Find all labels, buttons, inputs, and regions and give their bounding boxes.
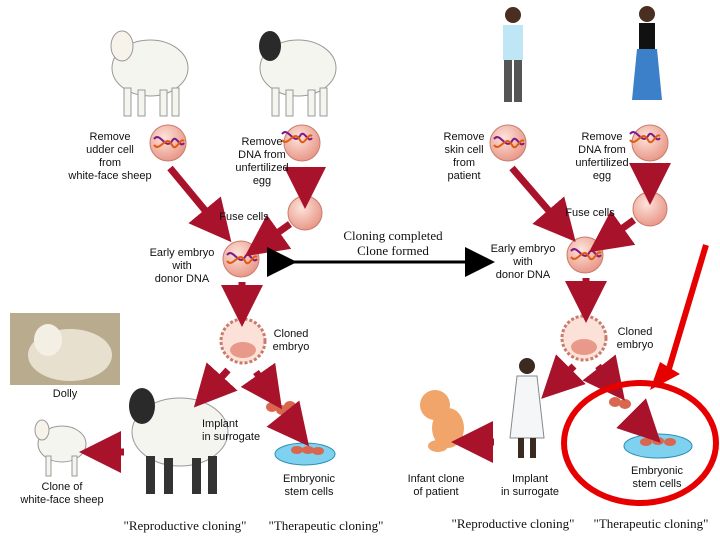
cloned-embryo	[219, 317, 267, 365]
dolly-label: Dolly	[52, 388, 78, 400]
petri-dish-left	[274, 442, 336, 466]
udder-cell	[149, 124, 187, 162]
surrogate-woman	[509, 358, 545, 458]
man-patient	[503, 7, 523, 102]
skin-cell	[489, 124, 527, 162]
clone-formed-label: Clone formed	[357, 243, 429, 258]
right-arrows	[451, 163, 671, 463]
early-embryo-right	[566, 236, 604, 274]
woman-donor	[632, 6, 662, 100]
fuse-cells-label-right: Fuse cells	[565, 207, 615, 219]
left-arrows	[79, 165, 326, 473]
surrogate-sheep	[129, 388, 229, 494]
remove-dna-label-right: Remove DNA from unfertilized egg	[575, 131, 629, 182]
therapeutic-caption-left: "Therapeutic cloning"	[268, 518, 384, 533]
remove-dna-label-left: Remove DNA from unfertilized egg	[235, 136, 289, 187]
dolly-photo	[10, 313, 120, 385]
clone-label: Clone of white-face sheep	[20, 481, 104, 506]
clone-lamb	[34, 419, 87, 477]
cloned-embryo-label-right: Cloned embryo	[616, 326, 654, 351]
enucleated-egg-right	[632, 191, 668, 227]
implant-label-left: Implant in surrogate	[202, 418, 261, 443]
stem-cells-label-right: Embryonic stem cells	[631, 465, 683, 490]
petri-dish-right	[623, 433, 693, 459]
infant-clone-label: Infant clone of patient	[407, 473, 465, 498]
stem-cell-cluster-right	[609, 397, 631, 409]
reproductive-caption-right: "Reproductive cloning"	[451, 516, 575, 531]
unfertilized-egg	[281, 124, 321, 162]
black-face-sheep	[259, 31, 337, 117]
cloned-embryo-label-left: Cloned embryo	[272, 328, 310, 353]
cloned-embryo-right	[560, 314, 608, 362]
reproductive-caption-left: "Reproductive cloning"	[123, 518, 247, 533]
infant-clone	[420, 390, 464, 452]
early-embryo-label-right: Early embryo with donor DNA	[490, 243, 556, 281]
udder-cell-label: Remove udder cell from white-face sheep	[68, 131, 152, 182]
early-embryo	[222, 240, 260, 278]
fuse-cells-label-left: Fuse cells	[219, 211, 269, 223]
early-embryo-label-left: Early embryo with donor DNA	[149, 247, 215, 285]
highlight-annotation	[561, 244, 719, 506]
unfertilized-egg-right	[629, 124, 669, 162]
white-face-sheep	[110, 30, 189, 117]
implant-label-right: Implant in surrogate	[500, 473, 560, 498]
cloning-completed-label: Cloning completed	[343, 228, 443, 243]
therapeutic-caption-right: "Therapeutic cloning"	[593, 516, 709, 531]
stem-cell-cluster-left	[266, 401, 296, 415]
skin-cell-label: Remove skin cell from patient	[443, 131, 485, 182]
enucleated-egg	[287, 195, 323, 231]
stem-cells-label-left: Embryonic stem cells	[283, 473, 335, 498]
